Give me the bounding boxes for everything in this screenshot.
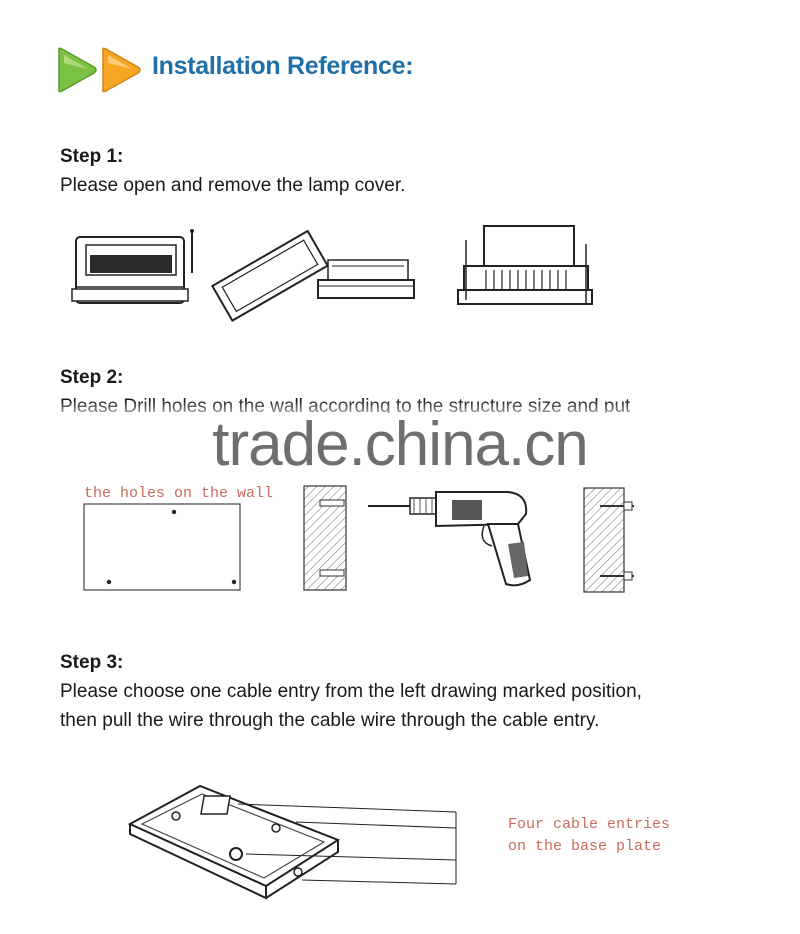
holes-label: the holes on the wall [84,485,274,502]
page-title: Installation Reference: [152,52,414,80]
step-1-heading: Step 1: [60,146,124,167]
lamp-closed-illustration [71,229,194,304]
cable-label-line-2: on the base plate [508,838,662,855]
wall-section-illustration [303,485,347,591]
base-plate-illustration [127,784,457,900]
play-arrow-orange-icon [102,47,141,93]
step-1-text: Please open and remove the lamp cover. [60,175,406,196]
lamp-open-illustration [210,229,415,323]
lamp-exploded-illustration [457,225,593,305]
step-2-heading: Step 2: [60,367,124,388]
cable-label-line-1: Four cable entries [508,816,671,833]
step-3-text-line-2: then pull the wire through the cable wir… [60,710,600,731]
drill-illustration [368,491,532,587]
header-arrows [58,47,141,93]
watermark-text: trade.china.cn [212,410,588,479]
wall-anchored-illustration [583,487,634,593]
play-arrow-green-icon [58,47,97,93]
step-3-heading: Step 3: [60,652,124,673]
watermark-band [0,400,800,460]
wall-holes-diagram [83,503,241,591]
step-3-text-line-1: Please choose one cable entry from the l… [60,681,642,702]
